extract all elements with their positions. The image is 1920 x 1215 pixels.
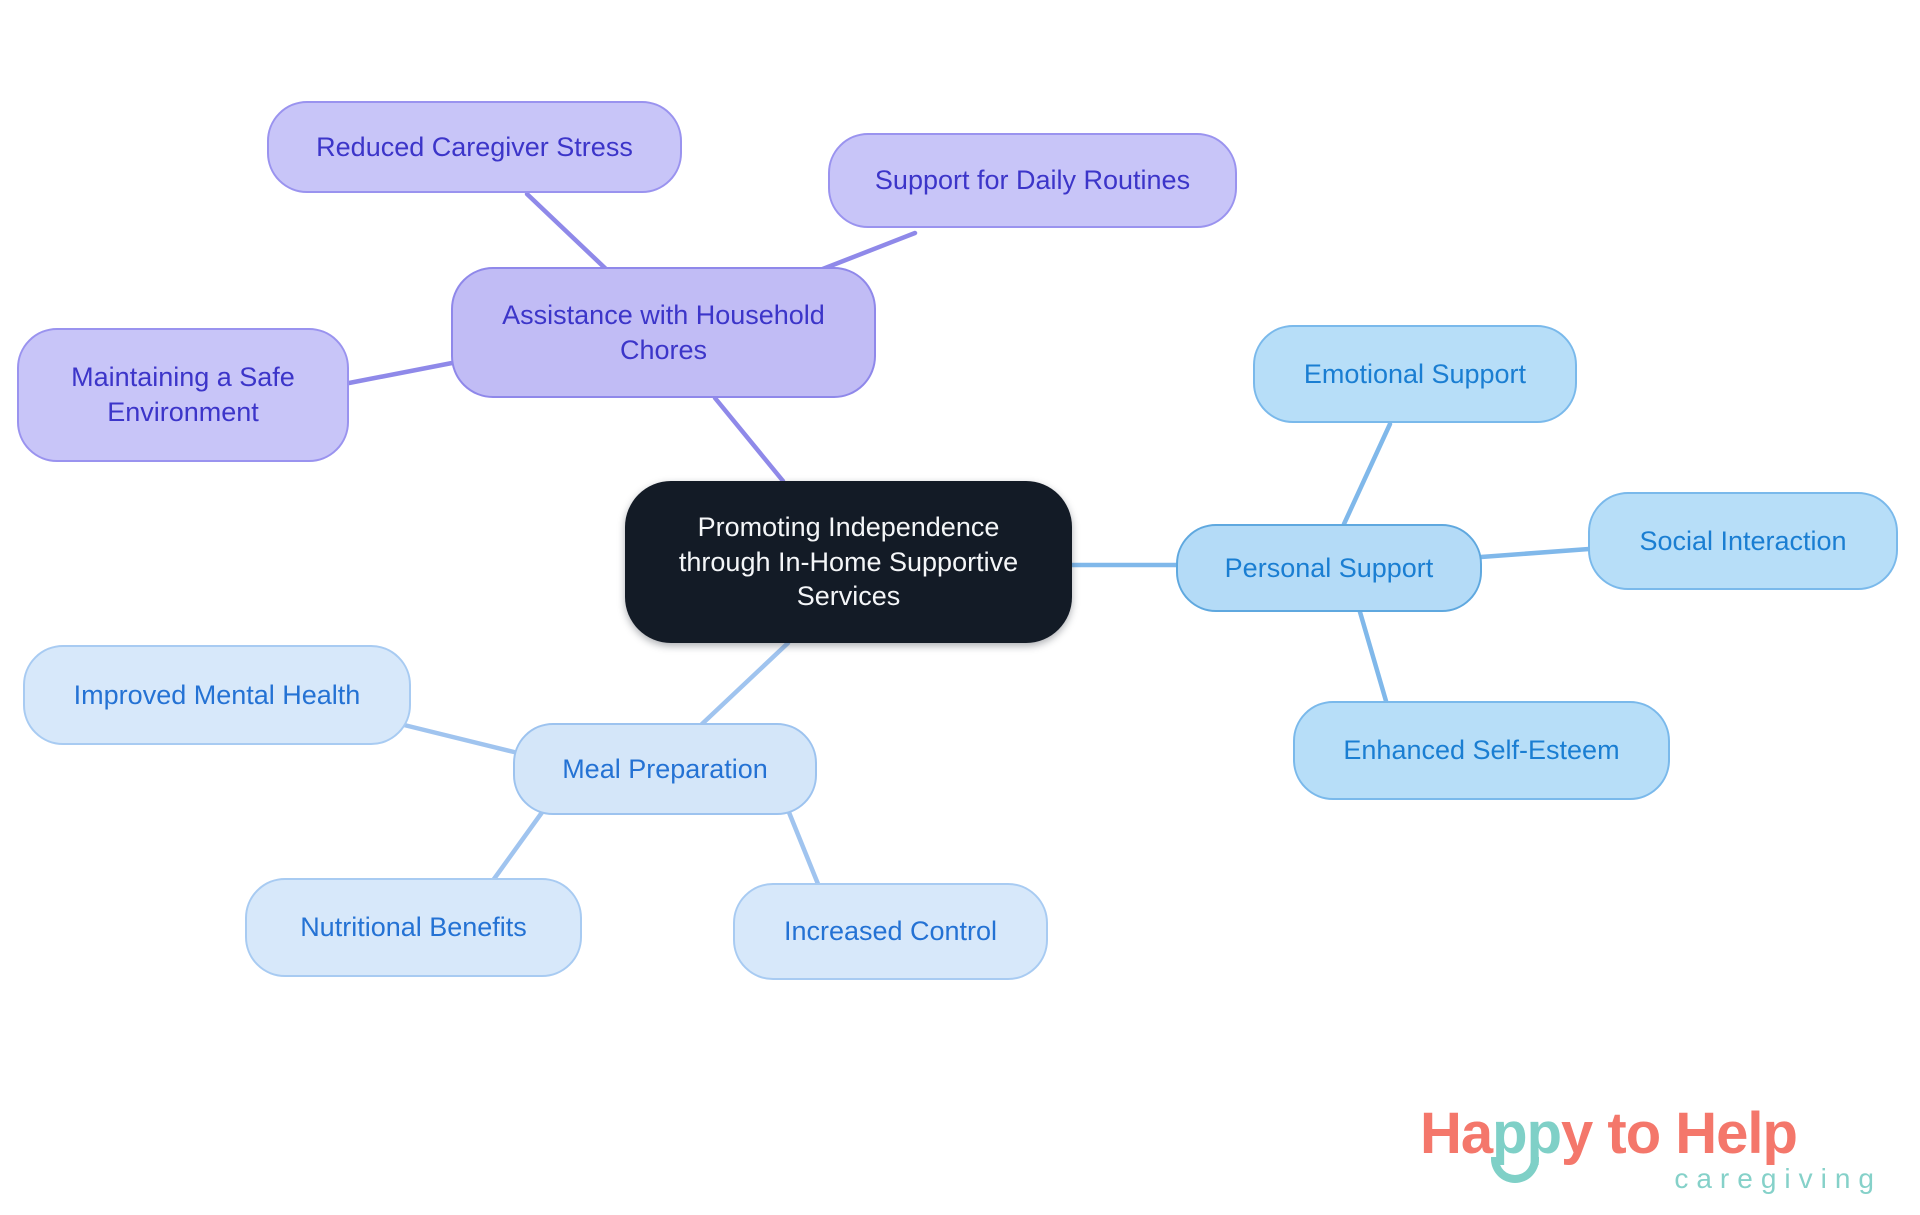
edge-household-root [712,395,786,484]
node-support-daily-routines[interactable]: Support for Daily Routines [828,133,1237,228]
node-label: Emotional Support [1303,358,1527,389]
edge-personal-esteem [1357,609,1389,704]
node-meal-preparation[interactable]: Meal Preparation [513,723,817,815]
node-label: Reduced Caregiver Stress [316,131,633,162]
node-label: Meal Preparation [562,753,768,784]
node-assistance-household-chores[interactable]: Assistance with Household Chores [451,267,876,398]
smile-icon [1491,1157,1540,1183]
node-nutritional-benefits[interactable]: Nutritional Benefits [245,878,582,977]
node-label: Personal Support [1224,552,1434,583]
logo-tagline: caregiving [1674,1163,1882,1194]
edge-mental-meal [397,721,517,755]
node-social-interaction[interactable]: Social Interaction [1588,492,1898,590]
node-label: Increased Control [783,916,998,947]
logo-text-pp: pp [1491,1105,1562,1183]
node-emotional-support[interactable]: Emotional Support [1253,325,1577,423]
logo-text-ha: Ha [1420,1101,1493,1166]
node-label: Improved Mental Health [73,679,361,710]
node-root[interactable]: Promoting Independence through In-Home S… [625,481,1072,643]
edge-meal-control [783,802,821,887]
node-label: Assistance with Household Chores [502,299,825,365]
edge-root-meal [699,640,791,727]
node-root-label: Promoting Independence through In-Home S… [678,512,1019,612]
node-label: Enhanced Self-Esteem [1343,735,1620,766]
node-enhanced-self-esteem[interactable]: Enhanced Self-Esteem [1293,701,1670,800]
node-improved-mental-health[interactable]: Improved Mental Health [23,645,411,745]
edge-meal-nutrition [491,808,546,882]
edge-reduced-household [524,191,610,273]
edge-personal-social [1478,546,1592,560]
node-increased-control[interactable]: Increased Control [733,883,1048,980]
edge-daily-household [812,230,918,275]
node-maintaining-safe-environment[interactable]: Maintaining a Safe Environment [17,328,349,462]
logo-text-y-to-help: y to Help [1561,1101,1798,1166]
edge-personal-emotional [1341,421,1393,527]
node-label: Support for Daily Routines [874,165,1191,196]
node-reduced-caregiver-stress[interactable]: Reduced Caregiver Stress [267,101,682,193]
node-personal-support[interactable]: Personal Support [1176,524,1482,612]
edge-safe-household [346,360,455,386]
node-label: Social Interaction [1639,525,1847,556]
node-label: Maintaining a Safe Environment [71,362,295,427]
node-label: Nutritional Benefits [300,912,527,943]
